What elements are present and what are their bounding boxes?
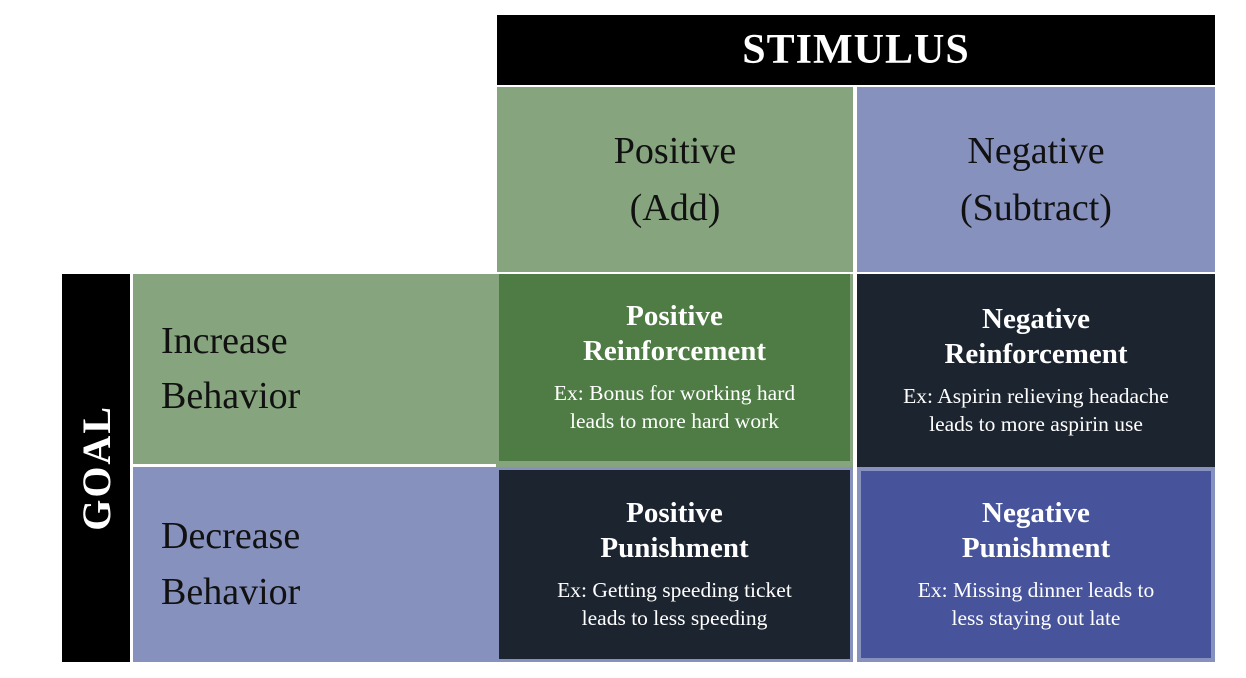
cell-positive-punishment-title: Positive Punishment xyxy=(600,497,749,565)
cell-positive-reinforcement-title: Positive Reinforcement xyxy=(582,300,767,368)
cell-positive-reinforcement: Positive Reinforcement Ex: Bonus for wor… xyxy=(499,274,850,461)
cell-positive-reinforcement-frame: Positive Reinforcement Ex: Bonus for wor… xyxy=(496,274,853,467)
cell-negative-reinforcement-frame: Negative Reinforcement Ex: Aspirin relie… xyxy=(857,274,1215,467)
goal-header-bar: GOAL xyxy=(62,274,130,662)
cell-positive-reinforcement-example: Ex: Bonus for working hard leads to more… xyxy=(553,380,796,433)
cell-positive-punishment-frame: Positive Punishment Ex: Getting speeding… xyxy=(496,467,853,662)
cell-negative-reinforcement-example: Ex: Aspirin relieving headache leads to … xyxy=(903,383,1169,436)
column-header-negative-label: Negative (Subtract) xyxy=(960,129,1112,229)
goal-header-label: GOAL xyxy=(73,405,119,531)
cell-negative-punishment-example: Ex: Missing dinner leads to less staying… xyxy=(917,577,1155,630)
cell-negative-reinforcement-title: Negative Reinforcement xyxy=(944,303,1128,371)
cell-positive-punishment: Positive Punishment Ex: Getting speeding… xyxy=(499,470,850,659)
cell-negative-punishment: Negative Punishment Ex: Missing dinner l… xyxy=(861,471,1211,658)
row-header-decrease-label: Decrease Behavior xyxy=(161,515,301,613)
row-header-decrease-behavior: Decrease Behavior xyxy=(133,467,496,662)
cell-negative-reinforcement: Negative Reinforcement Ex: Aspirin relie… xyxy=(857,274,1215,467)
column-header-positive-label: Positive (Add) xyxy=(613,129,737,229)
cell-positive-punishment-example: Ex: Getting speeding ticket leads to les… xyxy=(557,577,792,630)
column-header-negative: Negative (Subtract) xyxy=(857,87,1215,272)
cell-negative-punishment-frame: Negative Punishment Ex: Missing dinner l… xyxy=(857,467,1215,662)
row-header-increase-label: Increase Behavior xyxy=(161,319,301,417)
stimulus-header-bar: STIMULUS xyxy=(497,15,1215,85)
column-header-positive: Positive (Add) xyxy=(497,87,853,272)
row-header-increase-behavior: Increase Behavior xyxy=(133,274,496,464)
stimulus-header-label: STIMULUS xyxy=(742,27,970,73)
cell-negative-punishment-title: Negative Punishment xyxy=(961,497,1111,565)
